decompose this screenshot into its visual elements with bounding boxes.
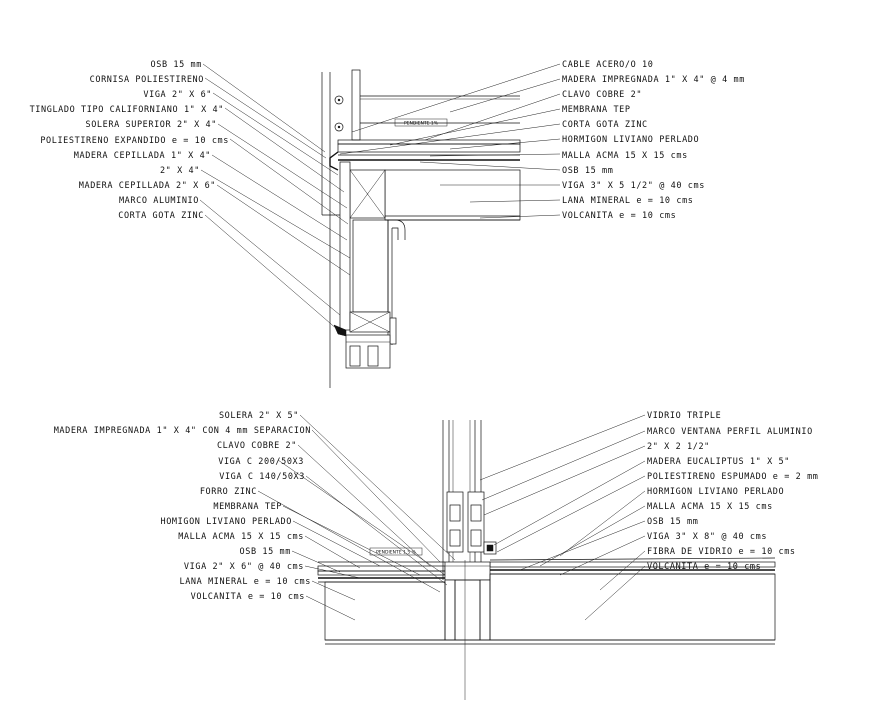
top-right-labels: CABLE ACERO/O 10 MADERA IMPREGNADA 1" X … — [562, 60, 745, 221]
label-solera: SOLERA SUPERIOR 2" X 4" — [85, 120, 217, 130]
cable-anchor-icon — [334, 122, 344, 132]
label-viga-3x8: VIGA 3" X 8" @ 40 cms — [647, 532, 767, 542]
top-right-leaders — [339, 63, 561, 219]
label-hormigon-b: HORMIGON LIVIANO PERLADO — [647, 487, 784, 497]
label-clavo: CLAVO COBRE 2" — [562, 90, 642, 100]
label-viga-3x5: VIGA 3" X 5 1/2" @ 40 cms — [562, 181, 705, 191]
label-volcanita-b: VOLCANITA e = 10 cms — [191, 592, 305, 602]
label-2x4: 2" X 4" — [160, 166, 200, 176]
bottom-right-leaders — [479, 414, 646, 621]
label-2x2: 2" X 2 1/2" — [647, 442, 710, 452]
label-marco-ventana: MARCO VENTANA PERFIL ALUMINIO — [647, 427, 813, 437]
label-cornisa: CORNISA POLIESTIRENO — [90, 75, 204, 85]
bottom-left-labels: SOLERA 2" X 5" MADERA IMPREGNADA 1" X 4"… — [54, 411, 311, 602]
label-corta-gota: CORTA GOTA ZINC — [118, 211, 204, 221]
label-poliestireno: POLIESTIRENO EXPANDIDO e = 10 cms — [40, 136, 229, 146]
label-viga-c140: VIGA C 140/50X3 — [219, 472, 305, 482]
top-detail: PENDIENTE 1% — [321, 69, 521, 388]
cable-anchor-icon — [334, 95, 344, 105]
label-fibra: FIBRA DE VIDRIO e = 10 cms — [647, 547, 796, 557]
label-solera-2x5: SOLERA 2" X 5" — [219, 411, 299, 421]
label-madera-impregnada-sep: MADERA IMPREGNADA 1" X 4" CON 4 mm SEPAR… — [54, 426, 311, 436]
label-malla-br: MALLA ACMA 15 X 15 cms — [647, 502, 773, 512]
label-osb-b: OSB 15 mm — [240, 547, 291, 557]
label-eucaliptus: MADERA EUCALIPTUS 1" X 5" — [647, 457, 790, 467]
bottom-detail: PENDIENTE 1.5 % — [317, 420, 776, 700]
slope-tag: PENDIENTE 1% — [404, 121, 439, 127]
label-cable: CABLE ACERO/O 10 — [562, 60, 653, 70]
slope-tag-bottom: PENDIENTE 1.5 % — [376, 550, 417, 556]
label-marco-aluminio: MARCO ALUMINIO — [119, 196, 199, 206]
label-osb-r: OSB 15 mm — [562, 166, 613, 176]
bottom-left-leaders — [257, 414, 456, 621]
label-viga: VIGA 2" X 6" — [143, 90, 212, 100]
label-tinglado: TINGLADO TIPO CALIFORNIANO 1" X 4" — [30, 105, 224, 115]
label-viga-2x6: VIGA 2" X 6" @ 40 cms — [184, 562, 304, 572]
bottom-right-labels: VIDRIO TRIPLE MARCO VENTANA PERFIL ALUMI… — [647, 411, 819, 572]
label-lana-b: LANA MINERAL e = 10 cms — [179, 577, 311, 587]
label-malla: MALLA ACMA 15 X 15 cms — [562, 151, 688, 161]
label-vidrio: VIDRIO TRIPLE — [647, 411, 721, 421]
label-hormigon: HORMIGON LIVIANO PERLADO — [562, 135, 699, 145]
label-madera-1x4: MADERA CEPILLADA 1" X 4" — [74, 151, 211, 161]
label-osb-br: OSB 15 mm — [647, 517, 698, 527]
label-lana: LANA MINERAL e = 10 cms — [562, 196, 694, 206]
label-membrana: MEMBRANA TEP — [562, 105, 631, 115]
label-madera-2x6: MADERA CEPILLADA 2" X 6" — [79, 181, 216, 191]
label-madera-impregnada: MADERA IMPREGNADA 1" X 4" @ 4 mm — [562, 75, 745, 85]
top-left-leaders — [199, 63, 351, 331]
label-volcanita-br: VOLCANITA e = 10 cms — [647, 562, 761, 572]
label-clavo-b: CLAVO COBRE 2" — [217, 441, 297, 451]
label-membrana-b: MEMBRANA TEP — [213, 502, 282, 512]
label-osb: OSB 15 mm — [151, 60, 202, 70]
label-corta-gota-r: CORTA GOTA ZINC — [562, 120, 648, 130]
label-malla-b: MALLA ACMA 15 X 15 cms — [178, 532, 304, 542]
label-homigon: HOMIGON LIVIANO PERLADO — [160, 517, 292, 527]
label-poliestireno-esp: POLIESTIRENO ESPUMADO e = 2 mm — [647, 472, 819, 482]
top-left-labels: OSB 15 mm CORNISA POLIESTIRENO VIGA 2" X… — [30, 60, 229, 221]
label-volcanita: VOLCANITA e = 10 cms — [562, 211, 676, 221]
label-forro-zinc: FORRO ZINC — [200, 487, 257, 497]
label-viga-c200: VIGA C 200/50X3 — [218, 457, 304, 467]
